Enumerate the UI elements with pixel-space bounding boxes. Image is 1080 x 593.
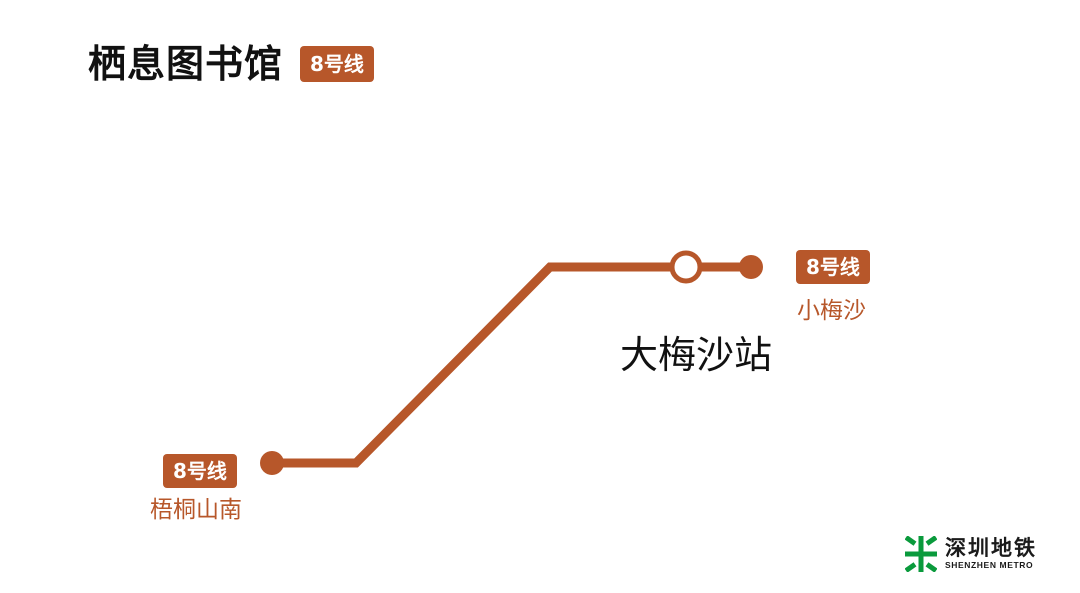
current-station-name: 大梅沙站 — [620, 333, 773, 377]
current-station-marker — [669, 250, 703, 284]
line-badge: 8号线 — [300, 46, 374, 82]
shenzhen-metro-logo-icon — [905, 536, 937, 572]
route-line — [272, 262, 750, 468]
page-title: 栖息图书馆 — [88, 42, 284, 86]
shenzhen-metro-logo: 深圳地铁 SHENZHEN METRO — [905, 536, 1037, 572]
east-terminal-dot — [739, 255, 763, 279]
west-terminal-dot — [260, 451, 284, 475]
west-terminal-name: 梧桐山南 — [150, 497, 242, 523]
west-terminal-badge: 8号线 — [163, 454, 237, 488]
east-terminal-name: 小梅沙 — [797, 298, 866, 324]
logo-name-en: SHENZHEN METRO — [945, 560, 1034, 570]
east-terminal-badge: 8号线 — [796, 250, 870, 284]
logo-name-cn: 深圳地铁 — [945, 536, 1037, 560]
